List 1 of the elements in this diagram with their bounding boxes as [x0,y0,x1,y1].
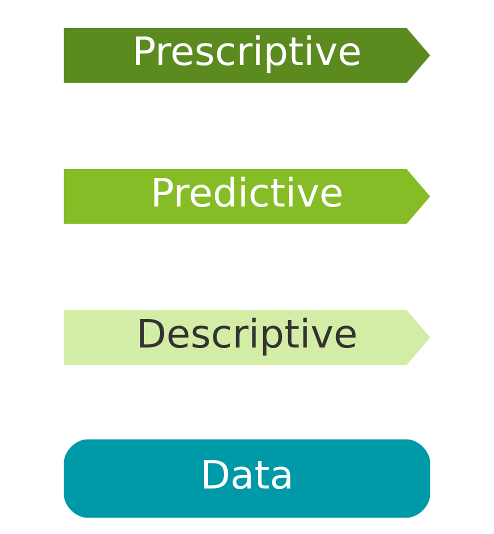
node-box: Data [64,439,430,518]
